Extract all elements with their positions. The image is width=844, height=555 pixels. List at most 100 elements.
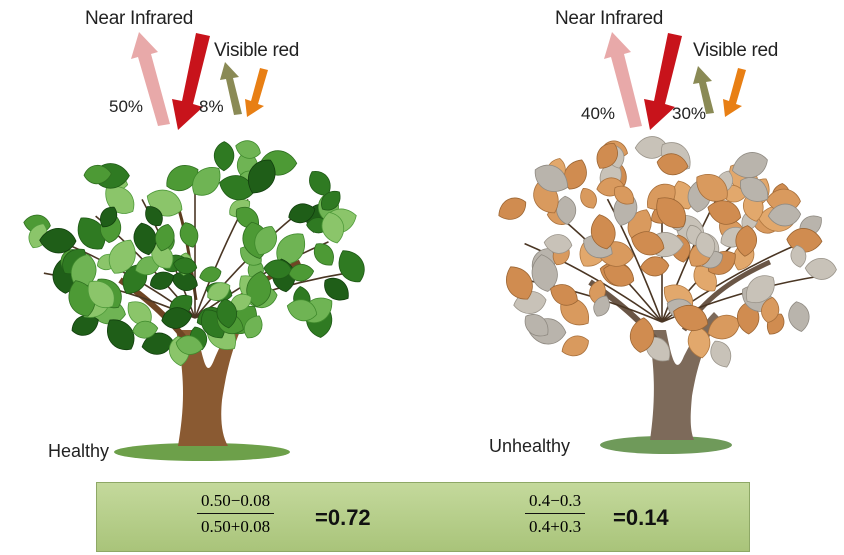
healthy-denominator: 0.50+0.08 bbox=[201, 517, 271, 536]
leaf bbox=[288, 263, 315, 282]
leaf bbox=[696, 173, 728, 202]
leaf bbox=[640, 256, 670, 277]
leaf bbox=[707, 200, 742, 225]
leaf bbox=[735, 225, 757, 257]
healthy-nir-reflect-value: 50% bbox=[109, 97, 144, 116]
leaf bbox=[543, 234, 573, 254]
leaf bbox=[83, 164, 112, 185]
leaf bbox=[790, 244, 807, 268]
leaf bbox=[179, 222, 199, 248]
leaf bbox=[634, 136, 669, 159]
healthy-ndvi-result: =0.72 bbox=[315, 505, 371, 530]
leaf bbox=[707, 314, 741, 340]
leaf bbox=[524, 314, 549, 337]
leaf bbox=[506, 266, 533, 300]
leaf bbox=[531, 254, 558, 292]
healthy-nir-incoming-arrow bbox=[172, 33, 210, 130]
leaf bbox=[145, 206, 163, 227]
leaf bbox=[788, 301, 810, 332]
healthy-fraction: 0.50−0.08 0.50+0.08 bbox=[197, 489, 275, 540]
leaf bbox=[614, 185, 634, 205]
healthy-red-label: Visible red bbox=[214, 40, 300, 61]
unhealthy-ndvi-result: =0.14 bbox=[613, 505, 669, 530]
leaf bbox=[550, 284, 578, 306]
leaf bbox=[746, 275, 775, 304]
healthy-leaves bbox=[23, 140, 365, 367]
unhealthy-nir-reflect-value: 40% bbox=[581, 104, 616, 123]
healthy-numerator: 0.50−0.08 bbox=[197, 489, 275, 514]
leaf bbox=[216, 298, 237, 329]
leaf bbox=[324, 277, 349, 301]
leaf bbox=[276, 233, 305, 265]
leaf bbox=[155, 224, 175, 252]
leaf bbox=[321, 190, 341, 211]
leaf bbox=[593, 295, 610, 317]
unhealthy-red-incoming-arrow bbox=[723, 68, 746, 117]
leaf bbox=[629, 317, 655, 353]
unhealthy-leaves bbox=[498, 136, 837, 368]
healthy-nir-reflected-arrow bbox=[131, 32, 170, 126]
leaf bbox=[580, 187, 597, 209]
healthy-caption: Healthy bbox=[48, 441, 110, 461]
leaf bbox=[199, 266, 222, 283]
leaf bbox=[631, 231, 665, 256]
diagram-graphics bbox=[23, 32, 837, 461]
leaf bbox=[207, 282, 231, 301]
leaf bbox=[673, 304, 709, 332]
healthy-red-incoming-arrow bbox=[245, 68, 268, 117]
unhealthy-fraction: 0.4−0.3 0.4+0.3 bbox=[525, 489, 586, 540]
leaf bbox=[100, 206, 118, 228]
leaf bbox=[141, 332, 174, 355]
leaf bbox=[321, 211, 345, 244]
leaf bbox=[107, 319, 135, 351]
leaf bbox=[656, 153, 689, 176]
leaf bbox=[732, 152, 768, 179]
unhealthy-red-label: Visible red bbox=[693, 40, 779, 61]
unhealthy-red-reflected-arrow bbox=[693, 66, 714, 114]
leaf bbox=[695, 231, 716, 258]
unhealthy-nir-label: Near Infrared bbox=[555, 8, 664, 29]
leaf bbox=[740, 177, 769, 202]
leaf bbox=[108, 239, 136, 274]
leaf bbox=[590, 214, 616, 250]
leaf bbox=[313, 243, 334, 266]
leaf bbox=[192, 167, 221, 196]
leaf bbox=[710, 340, 732, 368]
healthy-tree bbox=[23, 140, 365, 461]
unhealthy-caption: Unhealthy bbox=[489, 436, 571, 456]
healthy-ground bbox=[114, 443, 290, 461]
unhealthy-tree bbox=[498, 136, 837, 454]
healthy-red-reflect-value: 8% bbox=[199, 97, 224, 116]
healthy-red-reflected-arrow bbox=[220, 62, 242, 115]
leaf bbox=[243, 315, 263, 339]
leaf bbox=[175, 335, 204, 355]
leaf bbox=[263, 259, 293, 280]
ndvi-formula-panel: 0.50−0.08 0.50+0.08 =0.72 0.4−0.3 0.4+0.… bbox=[96, 482, 750, 552]
leaf bbox=[498, 197, 527, 220]
leaf bbox=[596, 143, 618, 169]
leaf bbox=[166, 165, 199, 192]
leaf bbox=[132, 320, 159, 339]
unhealthy-red-reflect-value: 30% bbox=[672, 104, 707, 123]
unhealthy-nir-incoming-arrow bbox=[644, 33, 682, 130]
leaf bbox=[286, 299, 318, 322]
unhealthy-denominator: 0.4+0.3 bbox=[529, 517, 582, 536]
leaf bbox=[687, 326, 711, 359]
leaf bbox=[603, 263, 635, 287]
leaf bbox=[235, 140, 261, 159]
leaf bbox=[161, 307, 193, 329]
leaf bbox=[71, 315, 99, 336]
leaf bbox=[761, 296, 780, 323]
healthy-nir-label: Near Infrared bbox=[85, 8, 194, 29]
leaf bbox=[338, 250, 365, 283]
unhealthy-nir-reflected-arrow bbox=[604, 32, 642, 128]
leaf bbox=[804, 257, 837, 280]
leaf bbox=[213, 141, 235, 172]
unhealthy-numerator: 0.4−0.3 bbox=[525, 489, 586, 514]
leaf bbox=[656, 197, 686, 228]
leaf bbox=[150, 271, 175, 290]
leaf bbox=[39, 227, 77, 254]
leaf bbox=[173, 257, 198, 275]
leaf bbox=[767, 203, 802, 227]
leaf bbox=[534, 164, 569, 192]
